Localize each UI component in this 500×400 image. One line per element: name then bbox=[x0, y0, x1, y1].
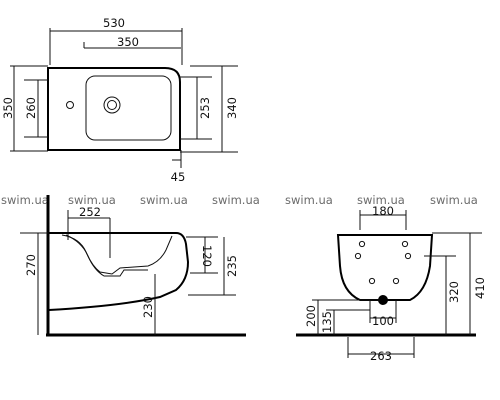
tap-hole bbox=[66, 101, 74, 109]
inlet-hole bbox=[404, 252, 412, 260]
dim-410: 410 bbox=[473, 277, 487, 299]
dim-350-depth: 350 bbox=[1, 97, 15, 119]
dim-270: 270 bbox=[24, 254, 38, 276]
drain-inner bbox=[107, 100, 117, 110]
watermark: swim.ua bbox=[68, 193, 116, 207]
dim-320: 320 bbox=[447, 281, 461, 303]
dim-530: 530 bbox=[103, 16, 125, 30]
dim-45: 45 bbox=[171, 170, 186, 184]
bowl-outline bbox=[85, 75, 172, 141]
watermark: swim.ua bbox=[285, 193, 333, 207]
drain-outer bbox=[103, 96, 121, 114]
inlet-hole bbox=[392, 277, 400, 285]
side-view: 252 270 120 235 230 bbox=[20, 195, 246, 337]
bidet-side-outline bbox=[48, 232, 190, 311]
watermark: swim.ua bbox=[430, 193, 478, 207]
dim-252: 252 bbox=[79, 205, 101, 219]
back-view: 180 100 200 135 320 410 bbox=[296, 204, 487, 363]
dim-230: 230 bbox=[141, 296, 155, 318]
watermark: swim.ua bbox=[140, 193, 188, 207]
watermark-row: swim.ua swim.ua swim.ua swim.ua swim.ua … bbox=[1, 193, 478, 207]
watermark: swim.ua bbox=[1, 193, 49, 207]
bowl-profile-inner bbox=[65, 234, 148, 277]
bidet-body-outline bbox=[47, 67, 181, 151]
dim-200: 200 bbox=[304, 305, 318, 327]
top-view: 530 350 350 260 253 340 bbox=[1, 16, 239, 184]
dim-180: 180 bbox=[372, 204, 394, 218]
dim-260: 260 bbox=[24, 97, 38, 119]
watermark: swim.ua bbox=[212, 193, 260, 207]
watermark: swim.ua bbox=[357, 193, 405, 207]
dim-263: 263 bbox=[370, 349, 392, 363]
bidet-back-outline bbox=[336, 234, 434, 301]
dim-253: 253 bbox=[198, 97, 212, 119]
bowl-profile bbox=[61, 234, 173, 275]
dim-340: 340 bbox=[225, 97, 239, 119]
dim-350-width: 350 bbox=[117, 35, 139, 49]
dim-135: 135 bbox=[320, 311, 334, 333]
waste-outlet bbox=[378, 295, 388, 305]
fixing-hole bbox=[401, 240, 409, 248]
dim-100: 100 bbox=[372, 314, 394, 328]
fixing-hole bbox=[358, 240, 366, 248]
inlet-hole bbox=[354, 252, 362, 260]
dim-120: 120 bbox=[200, 245, 214, 267]
dim-235: 235 bbox=[225, 255, 239, 277]
inlet-hole bbox=[368, 277, 376, 285]
